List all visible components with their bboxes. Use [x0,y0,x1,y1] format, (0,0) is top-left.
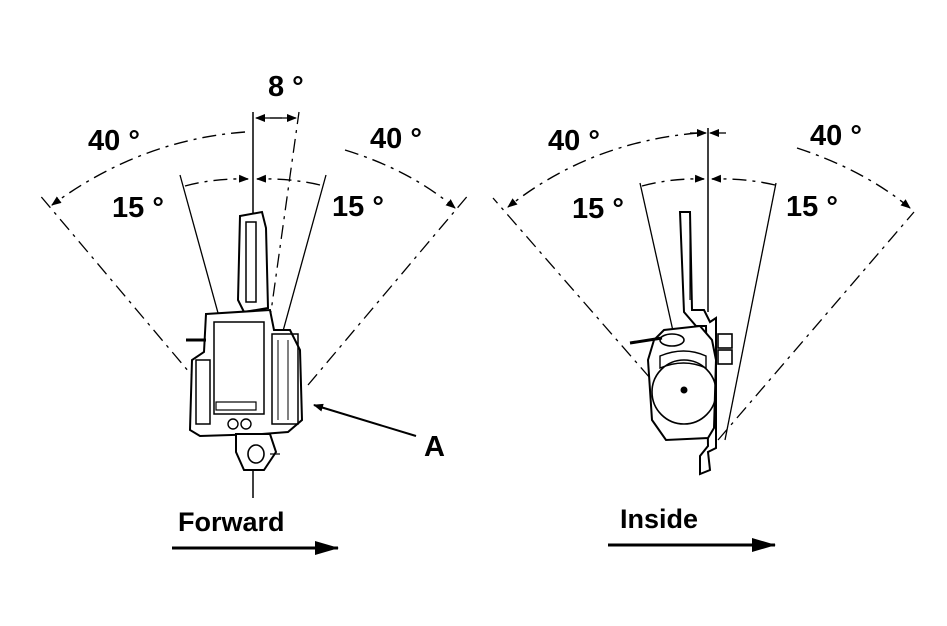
left-40deg-left-arc [51,131,246,206]
right-15deg-left-line [639,182,676,341]
right-15deg-right-arc [711,174,776,186]
left-40deg-right-line [307,192,471,386]
right-angle-label-40-left: 40 ° [548,125,600,157]
angle-label-15-left: 15 ° [112,192,164,224]
direction-label-forward: Forward [178,507,285,537]
right-40deg-right-arc [796,147,911,209]
right-angle-label-15-right: 15 ° [786,191,838,223]
left-8deg-line [252,111,300,441]
left-view: 8 ° 40 ° 40 ° 15 ° 15 ° A Forward [37,71,471,555]
angle-label-40-right: 40 ° [370,123,422,155]
pointer-label-a: A [424,431,445,463]
direction-label-inside: Inside [620,504,698,534]
left-40deg-right-arc [344,149,456,209]
right-40deg-right-line [717,211,915,441]
right-15deg-right-line [724,182,777,441]
right-15deg-left-arc [641,174,705,187]
right-angle-label-15-left: 15 ° [572,193,624,225]
right-40deg-left-arc [507,132,699,208]
retractor-side-view [186,210,304,471]
angle-label-8: 8 ° [268,71,304,103]
left-15deg-left-arc [184,174,249,187]
pointer-a-arrow [313,403,417,437]
left-15deg-right-arc [256,174,321,186]
angle-label-40-left: 40 ° [88,125,140,157]
angle-label-15-right: 15 ° [332,191,384,223]
retractor-front-view [629,211,733,476]
left-40deg-left-line [37,192,201,386]
right-angle-label-40-right: 40 ° [810,120,862,152]
right-view: 40 ° 40 ° 15 ° 15 ° Inside [492,120,915,552]
right-40deg-left-line [492,197,651,379]
